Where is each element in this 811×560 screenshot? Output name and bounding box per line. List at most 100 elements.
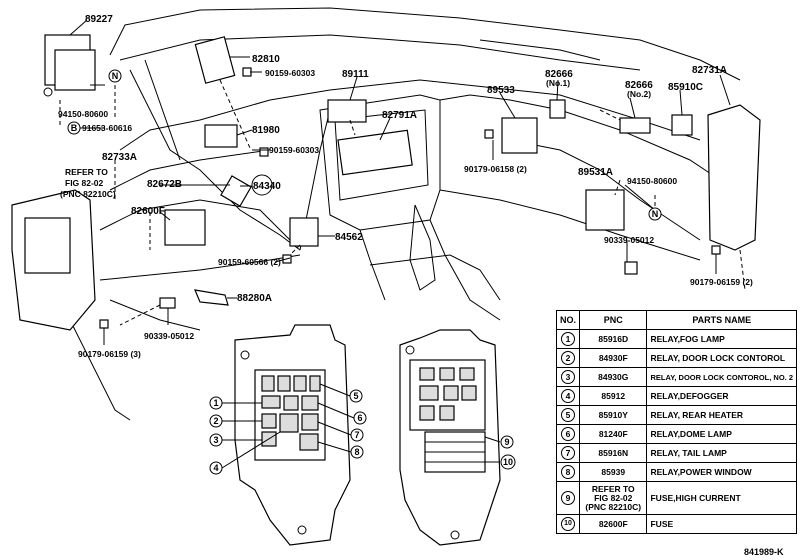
callout-82810: 82810 [252,54,280,65]
row-parts-name: RELAY,FOG LAMP [646,329,797,349]
row-parts-name: RELAY,DOME LAMP [646,424,797,444]
relay-callout-9 [500,435,514,449]
callout-82666-no2: 82666 [625,80,653,91]
table-row: 4 85912 RELAY,DEFOGGER [555,386,797,406]
header-no: NO. [555,310,581,330]
table-row: 7 85916N RELAY, TAIL LAMP [555,443,797,463]
relay-callout-5 [349,389,363,403]
callout-90159-60303-a: 90159-60303 [265,68,315,78]
relay-block-left [234,324,351,546]
row-pnc: 81240F [579,424,648,444]
table-row: 2 84930F RELAY, DOOR LOCK CONTOROL [555,348,797,368]
svg-text:5: 5 [353,391,358,401]
table-row: 8 85939 RELAY,POWER WINDOW [555,462,797,482]
row-pnc: 84930G [579,367,648,387]
row-pnc-line: (PNC 82210C) [585,501,642,512]
callout-89111: 89111 [342,69,369,80]
relay-callout-6 [353,411,367,425]
diagram-code: 841989-K [744,547,784,557]
svg-text:6: 6 [357,413,362,423]
svg-text:4: 4 [213,463,218,473]
relay-callout-2 [209,414,223,428]
part-84340 [251,174,273,196]
callout-82791a: 82791A [382,110,417,121]
row-parts-name: FUSE,HIGH CURRENT [646,481,797,515]
svg-text:7: 7 [354,430,359,440]
relay-callout-7 [350,428,364,442]
callout-82731a: 82731A [692,65,727,76]
callout-labels: 89227 82810 90159-60303 89111 82666 (No.… [58,14,753,359]
part-88280a [194,289,229,306]
part-89531a [585,189,625,231]
parts [11,34,761,331]
row-parts-name: FUSE [646,514,797,534]
svg-text:3: 3 [213,435,218,445]
callout-90179-06158-2: 90179-06158 (2) [464,164,527,174]
callout-90339-05012-a: 90339-05012 [144,331,194,341]
marker-n-2 [648,207,662,221]
callout-89227: 89227 [85,14,113,25]
part-90339-05012 [624,261,638,275]
markers: N B N [67,69,662,221]
callout-84562: 84562 [335,232,363,243]
callout-88280a: 88280A [237,293,272,304]
leader-lines [59,19,746,345]
callout-84340: 84340 [253,181,281,192]
svg-text:10: 10 [503,457,513,467]
svg-text:N: N [112,71,119,81]
part-90339-05012-left [159,297,176,309]
callout-90339-05012-b: 90339-05012 [604,235,654,245]
relay-number-callouts: 1 2 3 4 5 6 7 8 9 10 [209,383,516,475]
row-number-badge: 8 [561,465,575,479]
part-89533 [501,117,538,154]
row-parts-name: RELAY, DOOR LOCK CONTOROL, NO. 2 [646,367,797,387]
table-row: 9 REFER TO FIG 82-02 (PNC 82210C) FUSE,H… [555,481,797,515]
row-number-badge: 3 [561,370,575,384]
part-90179-06159-3 [99,319,109,329]
row-number-badge: 7 [561,446,575,460]
table-header-row: NO. PNC PARTS NAME [555,310,797,330]
row-parts-name: RELAY, REAR HEATER [646,405,797,425]
part-81980 [204,124,238,148]
row-pnc: 85912 [579,386,648,406]
callout-89531a: 89531A [578,167,613,178]
header-pnc: PNC [579,310,648,330]
callout-94150-80600-b: 94150-80600 [627,176,677,186]
svg-text:8: 8 [354,447,359,457]
parts-table: NO. PNC PARTS NAME 1 85916D RELAY,FOG LA… [555,310,797,534]
callout-82733a: 82733A [102,152,137,163]
part-82666-no1 [549,99,566,119]
part-89111 [327,99,367,123]
row-pnc: 85916D [579,329,648,349]
callout-90179-06159-3: 90179-06159 (3) [78,349,141,359]
svg-text:B: B [71,123,78,133]
part-82672b [220,175,252,207]
row-number-badge: 9 [561,491,575,505]
row-parts-name: RELAY, TAIL LAMP [646,443,797,463]
callout-pnc: (PNC 82210C) [60,189,116,199]
relay-callout-8 [350,445,364,459]
part-90179-06158-2 [484,129,494,139]
table-row: 10 82600F FUSE [555,514,797,534]
row-parts-name: RELAY,POWER WINDOW [646,462,797,482]
row-number-badge: 1 [561,332,575,346]
callout-82672b: 82672B [147,179,182,190]
row-number-badge: 2 [561,351,575,365]
callout-refer-to: REFER TO [65,167,108,177]
row-pnc: 85910Y [579,405,648,425]
row-number-badge: 10 [561,517,575,531]
marker-n-1 [108,69,122,83]
callout-fig: FIG 82-02 [65,178,104,188]
table-row: 1 85916D RELAY,FOG LAMP [555,329,797,349]
table-row: 6 81240F RELAY,DOME LAMP [555,424,797,444]
header-parts-name: PARTS NAME [646,310,797,330]
dashboard-outline [59,7,741,421]
part-82600f [164,209,206,246]
callout-90179-06159-2: 90179-06159 (2) [690,277,753,287]
marker-b [67,121,81,135]
row-pnc: REFER TO FIG 82-02 (PNC 82210C) [579,481,648,515]
row-number-badge: 5 [561,408,575,422]
part-85910c [671,114,693,136]
relay-callout-3 [209,433,223,447]
